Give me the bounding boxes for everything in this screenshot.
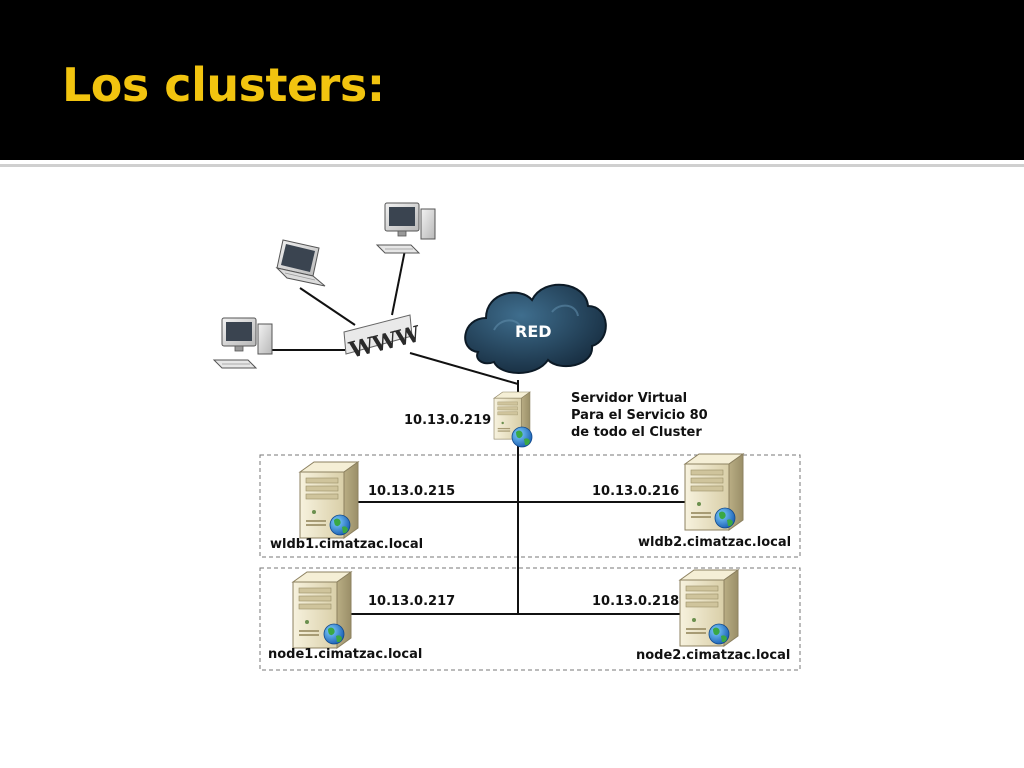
server-ip: 10.13.0.217 [368, 594, 455, 609]
server-hostname: wldb1.cimatzac.local [270, 537, 423, 552]
cloud-label: RED [515, 322, 552, 341]
cloud-icon: RED [464, 283, 607, 374]
globe-icon [708, 623, 730, 645]
globe-icon [714, 507, 736, 529]
virtual-server-ip: 10.13.0.219 [404, 413, 491, 428]
laptop-icon [276, 239, 326, 287]
db-cluster-box [259, 454, 801, 558]
globe-icon [323, 623, 345, 645]
virtual-server-description-line: Para el Servicio 80 [571, 408, 708, 423]
server-ip: 10.13.0.218 [592, 594, 679, 609]
virtual-server-description-line: Servidor Virtual [571, 391, 687, 406]
title-bar: Los clusters: [0, 0, 1024, 160]
slide-title: Los clusters: [62, 58, 385, 112]
node-cluster-box [259, 567, 801, 671]
server-hostname: wldb2.cimatzac.local [638, 535, 791, 550]
virtual-server-description-line: de todo el Cluster [571, 425, 702, 440]
server-hostname: node2.cimatzac.local [636, 648, 790, 663]
globe-icon [329, 514, 351, 536]
globe-icon [511, 426, 533, 448]
www-icon: WWW [343, 314, 423, 364]
server-ip: 10.13.0.216 [592, 484, 679, 499]
title-divider [0, 164, 1024, 167]
server-hostname: node1.cimatzac.local [268, 647, 422, 662]
desktop-computer-icon [213, 317, 273, 369]
desktop-computer-icon [376, 202, 436, 254]
server-ip: 10.13.0.215 [368, 484, 455, 499]
